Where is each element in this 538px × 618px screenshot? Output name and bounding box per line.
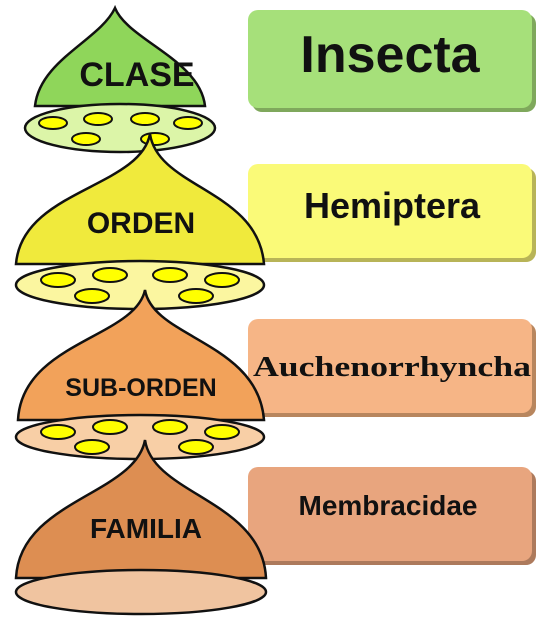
base-familia [16, 570, 266, 614]
pod [84, 113, 112, 125]
taxon-label-sub-orden: Auchenorrhyncha [253, 351, 532, 383]
level-clase: Insecta CLASE [25, 8, 536, 152]
pod [41, 425, 75, 439]
level-orden: Hemiptera ORDEN [16, 134, 536, 309]
rank-label-orden: ORDEN [87, 207, 195, 240]
pod [93, 420, 127, 434]
taxon-label-clase: Insecta [300, 26, 480, 84]
taxon-label-familia: Membracidae [299, 490, 478, 521]
pod [75, 440, 109, 454]
pod [72, 133, 100, 145]
pod [205, 425, 239, 439]
rank-label-sub-orden: SUB-ORDEN [65, 374, 216, 402]
bell-familia [16, 440, 266, 578]
pod [39, 117, 67, 129]
level-sub-orden: Auchenorrhyncha SUB-ORDEN [16, 290, 536, 459]
taxon-label-orden: Hemiptera [304, 185, 481, 226]
rank-label-clase: CLASE [79, 56, 194, 94]
pod [75, 289, 109, 303]
pod [179, 440, 213, 454]
pod [179, 289, 213, 303]
pod [153, 268, 187, 282]
pod [141, 133, 169, 145]
rank-label-familia: FAMILIA [90, 513, 202, 544]
pod [131, 113, 159, 125]
pod [174, 117, 202, 129]
pod [93, 268, 127, 282]
pod [153, 420, 187, 434]
level-familia: Membracidae FAMILIA [16, 440, 536, 614]
pod [205, 273, 239, 287]
bell-orden [16, 134, 264, 264]
pod [41, 273, 75, 287]
